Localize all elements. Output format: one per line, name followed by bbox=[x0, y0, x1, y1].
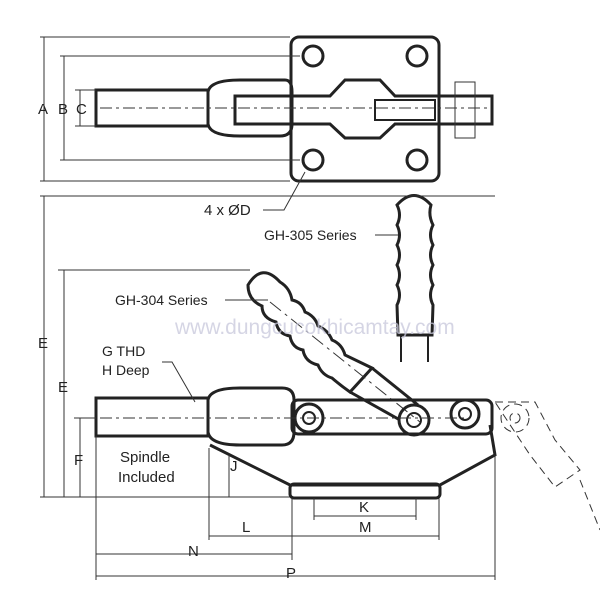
mount-hole bbox=[405, 44, 429, 68]
dim-C: C bbox=[76, 101, 87, 118]
link-top bbox=[374, 99, 436, 121]
mount-hole bbox=[301, 148, 325, 172]
thread-label-line1: G THD bbox=[102, 343, 145, 359]
side-view bbox=[94, 271, 600, 531]
dim-P: P bbox=[286, 565, 296, 582]
dim-M: M bbox=[359, 519, 372, 536]
spindle-label-line1: Spindle bbox=[120, 449, 170, 466]
plunger-side bbox=[290, 398, 494, 436]
dim-K: K bbox=[359, 499, 369, 516]
dim-A: A bbox=[38, 101, 48, 118]
dim-E-inner: E bbox=[58, 379, 68, 396]
dim-N: N bbox=[188, 543, 199, 560]
gh305-handle: GH-305 Series bbox=[264, 194, 435, 362]
gh304-handle bbox=[246, 271, 375, 394]
spindle-side bbox=[94, 396, 210, 438]
dim-D: 4 x ØD bbox=[204, 202, 251, 219]
spindle-label-line2: Included bbox=[118, 469, 175, 486]
top-view bbox=[94, 35, 494, 183]
gh305-label: GH-305 Series bbox=[264, 227, 357, 243]
top-dimensions: A B C 4 x ØD bbox=[38, 36, 306, 219]
dim-B: B bbox=[58, 101, 68, 118]
dim-J: J bbox=[230, 458, 238, 475]
handle-open-position bbox=[494, 401, 600, 531]
plunger-top bbox=[233, 78, 494, 140]
dim-E-outer: E bbox=[38, 335, 48, 352]
body-side bbox=[206, 386, 296, 447]
mount-hole bbox=[405, 148, 429, 172]
thread-label-line2: H Deep bbox=[102, 362, 150, 378]
mount-hole bbox=[301, 44, 325, 68]
base-plate bbox=[289, 35, 441, 183]
base-foot bbox=[288, 482, 442, 500]
dim-L: L bbox=[242, 519, 250, 536]
side-dimensions: E E F J K L M N P bbox=[38, 195, 496, 582]
dim-F: F bbox=[74, 452, 83, 469]
watermark: www.dungcucokhicamtay.com bbox=[174, 316, 455, 339]
gh304-label: GH-304 Series bbox=[115, 292, 208, 308]
handle-pivot-top bbox=[454, 81, 476, 139]
